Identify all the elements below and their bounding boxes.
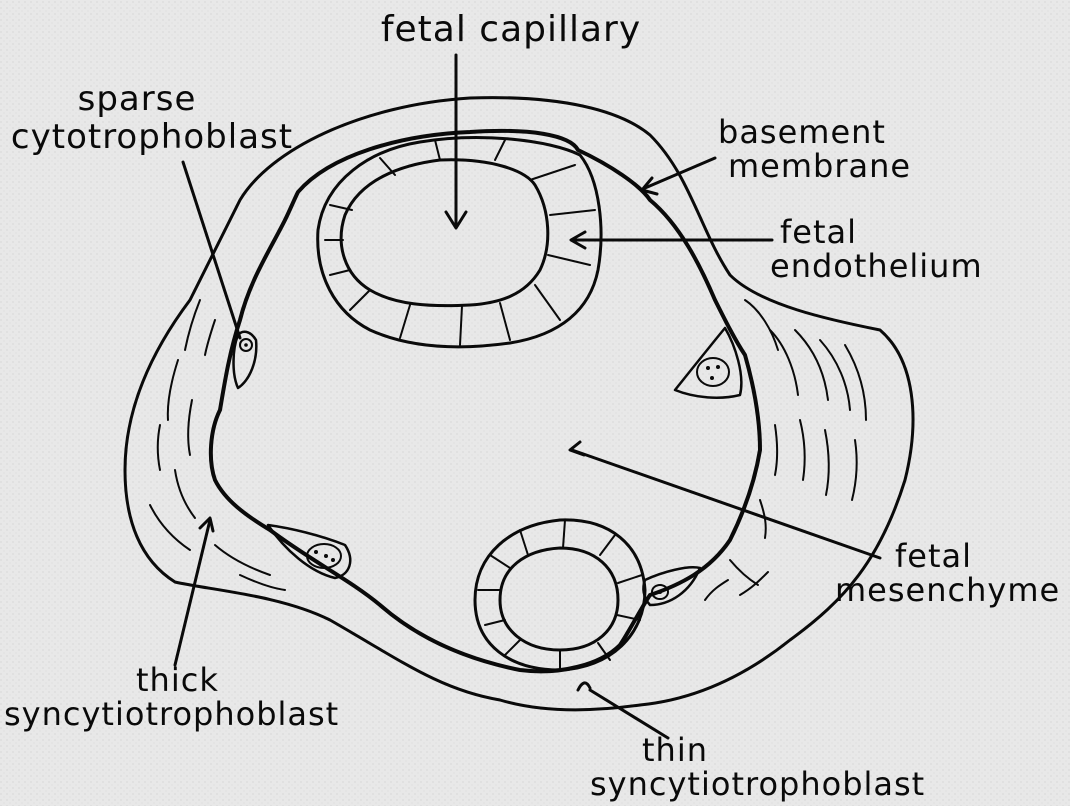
label-fetal-endothelium: fetal endothelium: [770, 216, 983, 282]
label-thick-syncytiotrophoblast: thick syncytiotrophoblast: [4, 664, 339, 730]
label-thin-syncytiotrophoblast-line-1: thin: [642, 734, 925, 766]
label-fetal-capillary: fetal capillary: [356, 12, 666, 48]
label-sparse-cytotrophoblast-line-1: sparse: [0, 82, 302, 116]
label-sparse-cytotrophoblast: sparse cytotrophoblast: [2, 82, 302, 154]
label-thick-syncytiotrophoblast-line-2: syncytiotrophoblast: [4, 698, 339, 730]
label-fetal-mesenchyme: fetal mesenchyme: [835, 540, 1060, 606]
label-thick-syncytiotrophoblast-line-1: thick: [136, 664, 339, 696]
label-fetal-endothelium-line-2: endothelium: [770, 250, 983, 282]
label-sparse-cytotrophoblast-line-2: cytotrophoblast: [2, 120, 302, 154]
label-thin-syncytiotrophoblast: thin syncytiotrophoblast: [590, 734, 925, 800]
label-basement-membrane: basement membrane: [718, 116, 911, 182]
label-fetal-mesenchyme-line-1: fetal: [895, 540, 1060, 572]
label-basement-membrane-line-2: membrane: [728, 150, 911, 182]
label-fetal-endothelium-line-1: fetal: [780, 216, 983, 248]
label-basement-membrane-line-1: basement: [718, 116, 911, 148]
label-fetal-mesenchyme-line-2: mesenchyme: [835, 574, 1060, 606]
label-fetal-capillary-line-1: fetal capillary: [356, 12, 666, 48]
label-thin-syncytiotrophoblast-line-2: syncytiotrophoblast: [590, 768, 925, 800]
